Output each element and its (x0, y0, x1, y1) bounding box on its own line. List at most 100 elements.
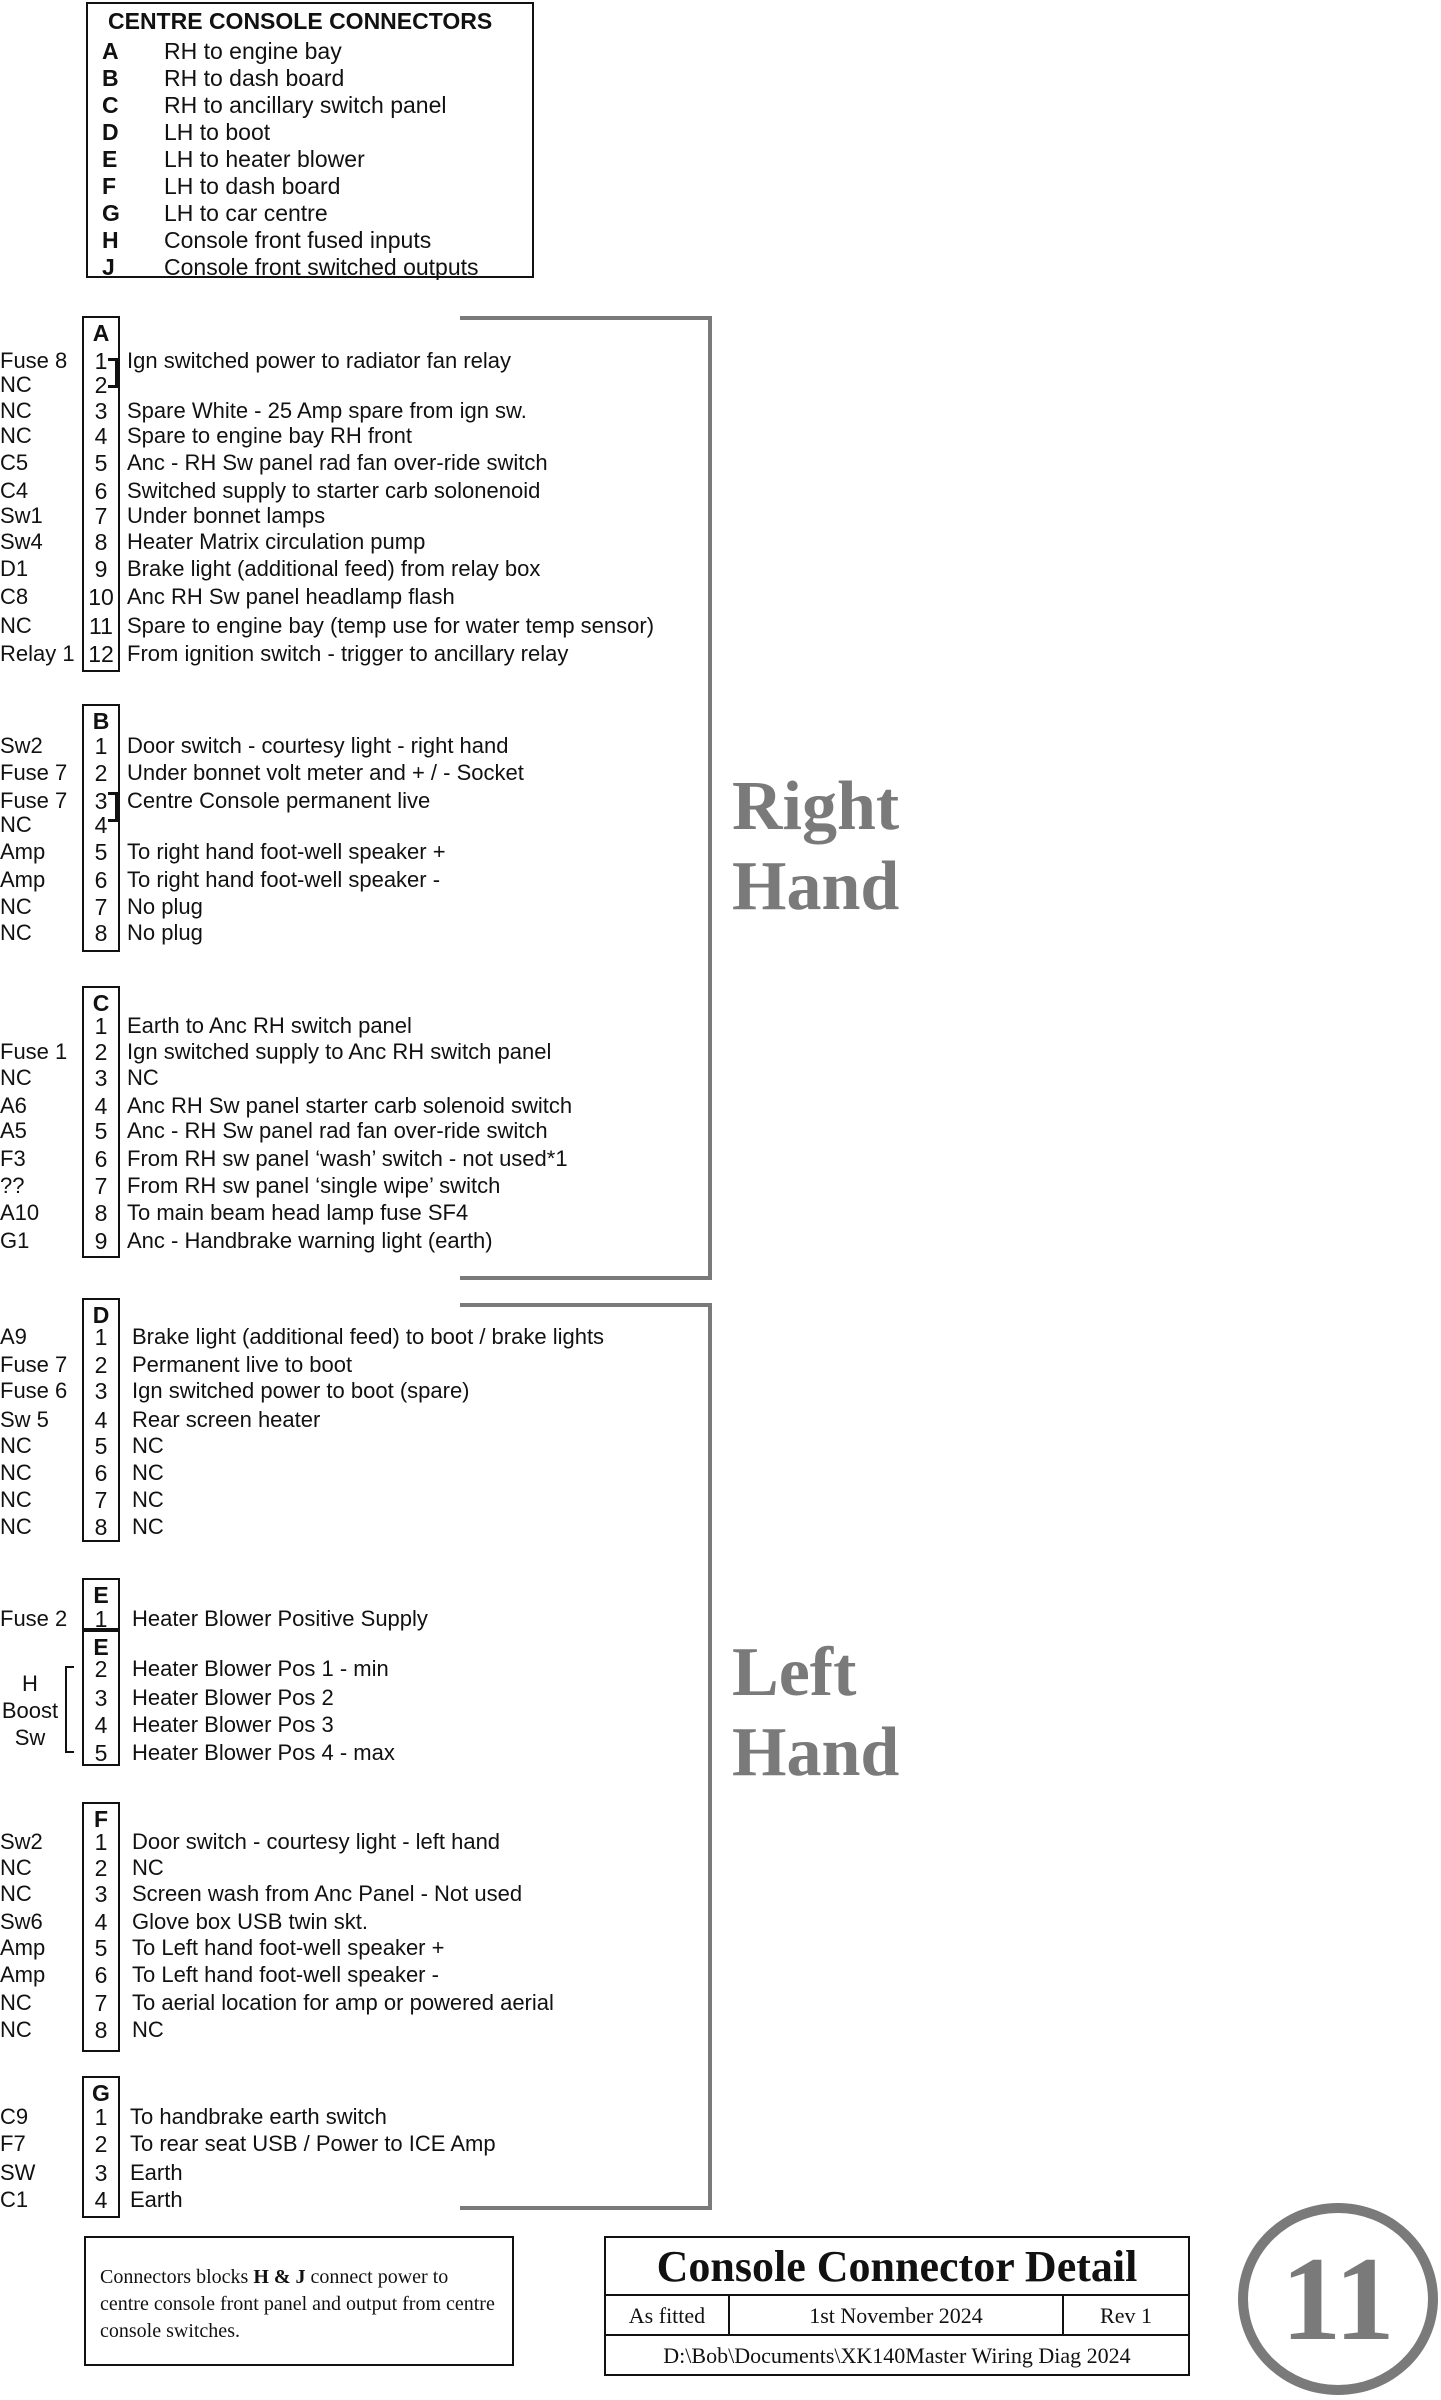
pin-source: Amp (0, 867, 46, 892)
pin-source: Fuse 7 (0, 1352, 68, 1377)
pin-description: Ign switched power to boot (spare) (132, 1378, 470, 1403)
pin-source: Amp (0, 1935, 46, 1960)
pin-number: 1 (94, 2104, 108, 2130)
pin-description: Anc RH Sw panel starter carb solenoid sw… (127, 1093, 573, 1118)
pin-source: Sw2 (0, 1829, 43, 1854)
pin-description: Heater Matrix circulation pump (127, 529, 426, 554)
connector-label: D (92, 1302, 110, 1328)
left-hand-line: Left (732, 1634, 857, 1711)
pin-number: 2 (94, 372, 108, 398)
pin-source: NC (0, 1881, 32, 1906)
status-cell: As fitted (606, 2296, 730, 2336)
pin-number: 4 (94, 812, 108, 838)
pin-source: ?? (0, 1173, 25, 1198)
pin-number: 4 (94, 2187, 108, 2213)
pin-number: 2 (94, 1855, 108, 1881)
pin-number: 3 (94, 398, 108, 424)
legend-letter: D (102, 119, 119, 145)
legend-letter: H (102, 227, 119, 253)
pin-description: Ign switched supply to Anc RH switch pan… (127, 1039, 552, 1064)
pin-number: 6 (94, 1962, 108, 1988)
pin-number: 5 (94, 1740, 108, 1766)
pin-description: Spare to engine bay RH front (127, 423, 412, 448)
pin-description: Brake light (additional feed) to boot / … (132, 1324, 605, 1349)
pin-number: 1 (94, 733, 108, 759)
connector-label: G (92, 2080, 110, 2106)
pin-number: 3 (94, 1378, 108, 1404)
pin-description: Anc - RH Sw panel rad fan over-ride swit… (127, 1118, 548, 1143)
legend-desc: LH to dash board (164, 173, 341, 199)
pin-number: 7 (94, 1487, 108, 1513)
pin-description: NC (132, 1514, 164, 1539)
revision-cell: Rev 1 (1064, 2296, 1188, 2336)
pin-description: From RH sw panel ‘single wipe’ switch (127, 1173, 501, 1198)
legend-desc: LH to boot (164, 119, 271, 145)
pin-description: No plug (127, 920, 203, 945)
left-hand-bracket (460, 1303, 712, 2210)
pin-number: 4 (94, 1407, 108, 1433)
legend-desc: RH to dash board (164, 65, 345, 91)
pin-number: 3 (94, 1881, 108, 1907)
pin-number: 5 (94, 1935, 108, 1961)
pin-source: Fuse 7 (0, 760, 68, 785)
pin-description: NC (132, 2017, 164, 2042)
pin-number: 2 (94, 1352, 108, 1378)
pin-number: 4 (94, 1909, 108, 1935)
pin-number: 9 (94, 556, 108, 582)
connector-block: C (82, 986, 120, 1258)
pin-number: 8 (94, 1200, 108, 1226)
pin-source: NC (0, 812, 32, 837)
pin-number: 8 (94, 2017, 108, 2043)
pin-source: Sw1 (0, 503, 43, 528)
pin-source: Relay 1 (0, 641, 75, 666)
legend-title: CENTRE CONSOLE CONNECTORS (108, 8, 493, 34)
pin-number: 7 (94, 1173, 108, 1199)
pin-number: 12 (88, 641, 114, 667)
pin-source: NC (0, 1433, 32, 1458)
pin-description: Ign switched power to radiator fan relay (127, 348, 511, 373)
pin-source: Fuse 7 (0, 788, 68, 813)
pin-description: To Left hand foot-well speaker + (132, 1935, 445, 1960)
pin-source: NC (0, 1065, 32, 1090)
pin-number: 8 (94, 920, 108, 946)
legend-letter: G (102, 200, 120, 226)
pin-number: 3 (94, 788, 108, 814)
pin-source: NC (0, 2017, 32, 2042)
pin-source: A10 (0, 1200, 40, 1225)
pin-number: 6 (94, 1146, 108, 1172)
pin-description: NC (132, 1460, 164, 1485)
connector-label: E (93, 1634, 109, 1660)
pin-source: NC (0, 920, 32, 945)
boost-switch-label: H Boost Sw (0, 1670, 60, 1751)
pin-description: Door switch - courtesy light - right han… (127, 733, 509, 758)
right-hand-line: Right (732, 768, 900, 845)
pin-description: Screen wash from Anc Panel - Not used (132, 1881, 523, 1906)
pin-source: NC (0, 894, 32, 919)
pin-source: C8 (0, 584, 29, 609)
date-cell: 1st November 2024 (730, 2296, 1064, 2336)
right-hand-line: Hand (732, 848, 900, 925)
pin-source: F7 (0, 2131, 26, 2156)
left-hand-label: Left Hand (732, 1633, 899, 1793)
note-text-end: connect power to centre console front pa… (100, 2266, 495, 2342)
pin-description: NC (132, 1487, 164, 1512)
pin-description: From ignition switch - trigger to ancill… (127, 641, 569, 666)
connector-label: F (93, 1806, 109, 1832)
pin-description: Spare White - 25 Amp spare from ign sw. (127, 398, 527, 423)
pin-number: 1 (94, 1013, 108, 1039)
pin-description: From RH sw panel ‘wash’ switch - not use… (127, 1146, 568, 1171)
pin-source: A9 (0, 1324, 27, 1349)
pin-source: Fuse 1 (0, 1039, 68, 1064)
right-hand-label: Right Hand (732, 767, 899, 927)
pin-source: C4 (0, 478, 29, 503)
connector-label: C (92, 990, 110, 1016)
pin-number: 2 (94, 2131, 108, 2157)
pin-number: 2 (94, 1039, 108, 1065)
pin-number: 10 (88, 584, 114, 610)
pin-source: NC (0, 1514, 32, 1539)
pin-number: 5 (94, 839, 108, 865)
legend-letter: J (102, 254, 115, 280)
pin-description: Heater Blower Pos 1 - min (132, 1656, 389, 1681)
pin-number: 1 (94, 1606, 108, 1632)
file-path: D:\Bob\Documents\XK140Master Wiring Diag… (663, 2343, 1131, 2368)
